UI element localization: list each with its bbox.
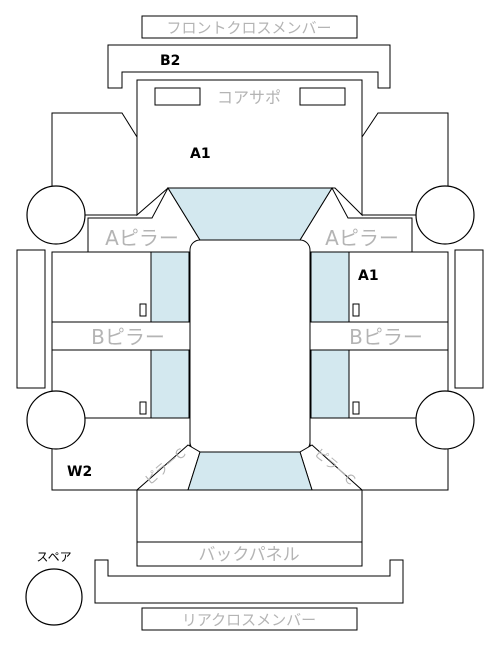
trunk-lid[interactable] — [136, 489, 363, 543]
b-pillar-left-label: Bピラー — [91, 325, 165, 349]
door-handle-front-right — [352, 303, 360, 317]
spare-label: スペア — [36, 550, 71, 564]
wheel-front-left[interactable] — [26, 185, 86, 245]
rear-cross-member-bracket[interactable] — [94, 559, 404, 604]
b-pillar-left[interactable] — [51, 321, 191, 351]
rear-cross-member-label: リアクロスメンバー — [182, 611, 316, 629]
wheel-rear-left[interactable] — [26, 390, 86, 450]
right-side-code: A1 — [358, 268, 379, 284]
front-cross-member-label: フロントクロスメンバー — [166, 19, 331, 37]
side-sill-right[interactable] — [454, 249, 484, 389]
side-sill-left[interactable] — [16, 249, 46, 389]
door-handle-rear-right — [352, 401, 360, 415]
spare-tire[interactable] — [25, 568, 83, 626]
rear-cross-member-box[interactable] — [141, 607, 358, 631]
front-panel-code: A1 — [190, 146, 211, 162]
door-handle-front-left — [139, 303, 147, 317]
roof[interactable] — [189, 239, 311, 453]
front-cross-member-box[interactable] — [141, 15, 358, 39]
door-handle-rear-left — [139, 401, 147, 415]
a-pillar-left-label: Aピラー — [105, 226, 179, 250]
core-support-slot-right — [299, 87, 346, 106]
front-cross-member-bracket[interactable] — [107, 44, 391, 89]
b-pillar-right-label: Bピラー — [349, 325, 423, 349]
wheel-rear-right[interactable] — [415, 390, 475, 450]
front-cross-member-code: B2 — [160, 53, 180, 69]
front-fender-right[interactable] — [361, 112, 449, 216]
core-support-slot-left — [154, 87, 201, 106]
back-panel-label: バックパネル — [198, 545, 299, 565]
b-pillar-right[interactable] — [309, 321, 449, 351]
rear-left-code: W2 — [67, 464, 92, 480]
wheel-front-right[interactable] — [415, 185, 475, 245]
core-support-label: コアサポ — [217, 88, 281, 107]
rear-window[interactable] — [187, 451, 313, 491]
back-panel[interactable] — [136, 541, 363, 567]
a-pillar-right-label: Aピラー — [325, 226, 399, 250]
